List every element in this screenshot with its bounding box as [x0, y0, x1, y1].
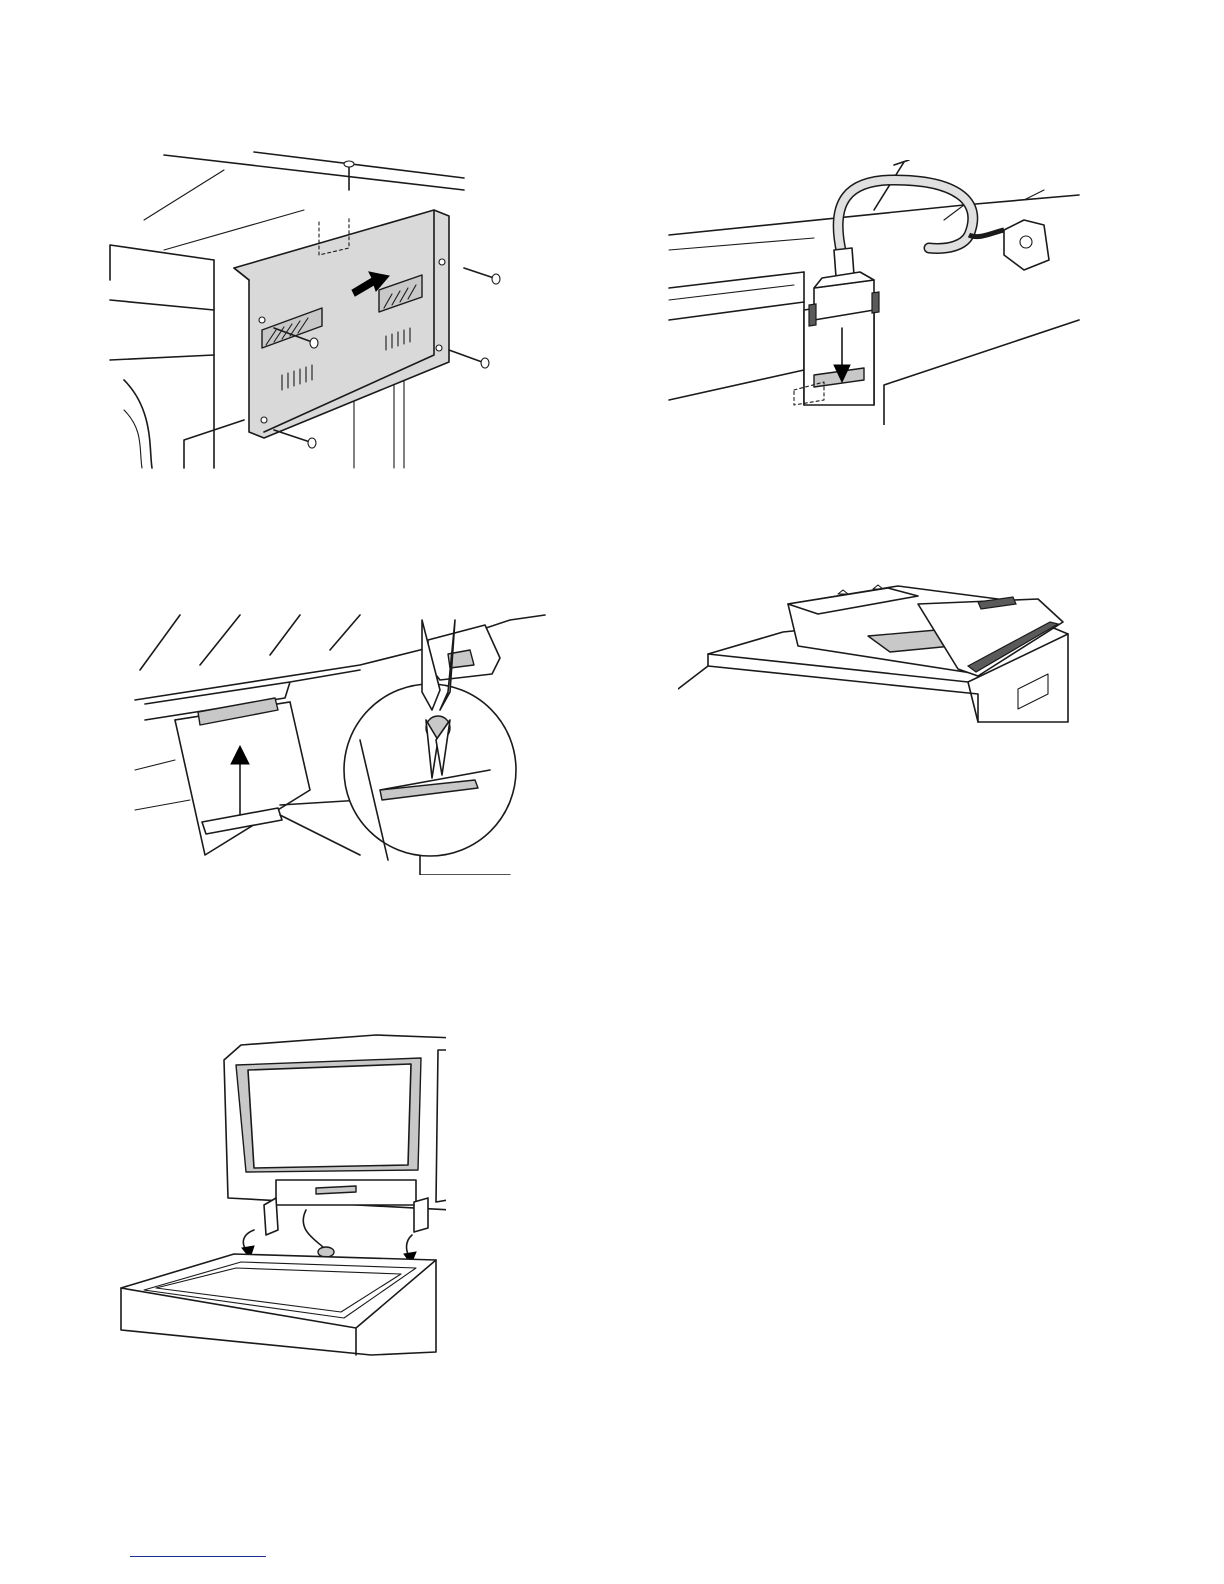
slot-cover-pliers-figure — [130, 610, 550, 875]
pliers-cutout-illustration — [130, 610, 550, 875]
panel-removal-illustration — [104, 150, 514, 470]
document-feeder-illustration — [678, 574, 1078, 724]
connector-cable-figure — [664, 160, 1084, 425]
scanner-cover-hinges-figure — [116, 1030, 446, 1360]
document-feeder-figure — [678, 574, 1078, 724]
scanner-cover-illustration — [116, 1030, 446, 1360]
footer-link-rule — [130, 1556, 266, 1557]
rear-panel-screws-figure — [104, 150, 514, 470]
cable-connector-illustration — [664, 160, 1084, 425]
